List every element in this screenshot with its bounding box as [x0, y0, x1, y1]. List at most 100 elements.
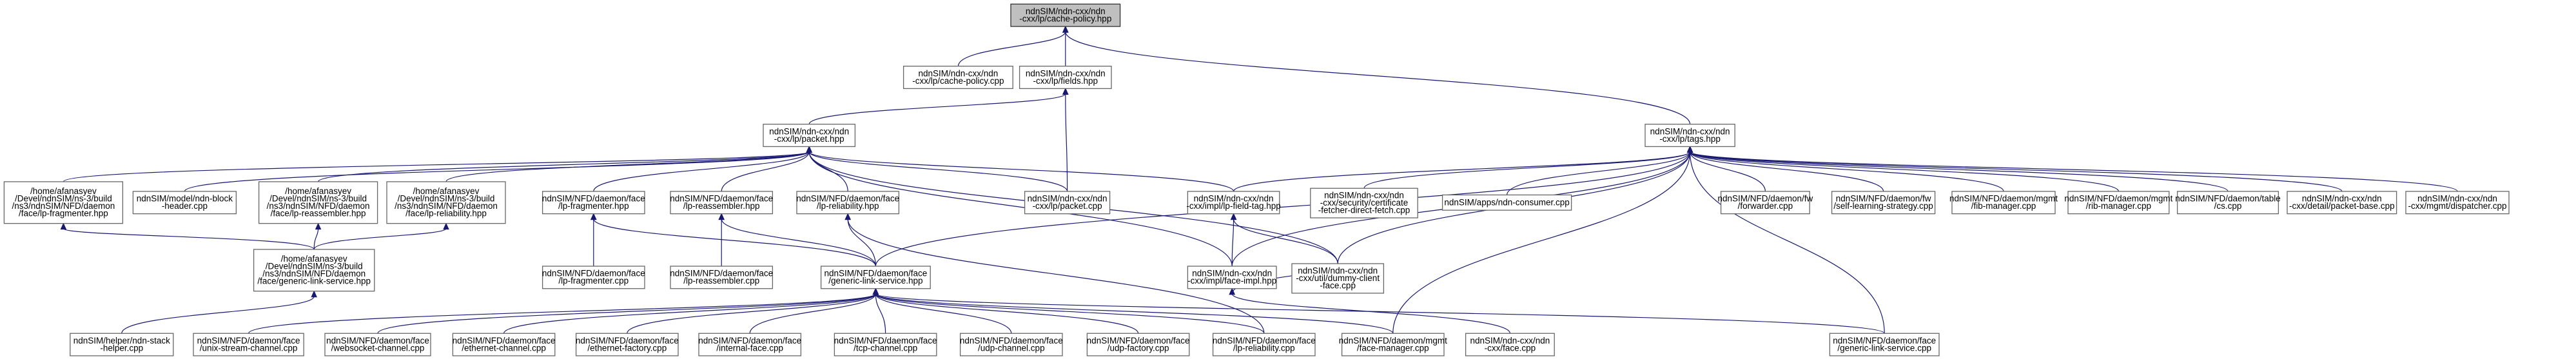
node-label: /Devel/ndnSIM/ns-3/build	[398, 194, 495, 204]
node-label: /face/lp-reassembler.hpp	[271, 209, 366, 218]
arrow-head-icon	[590, 213, 597, 220]
node-label: ndnSIM/NFD/daemon/face	[542, 269, 645, 278]
node-label: ndnSIM/ndn-cxx/ndn	[1650, 126, 1730, 136]
node-label: ndnSIM/ndn-cxx/ndn	[1028, 194, 1107, 204]
node-label: ndnSIM/helper/ndn-stack	[73, 336, 170, 345]
file-node[interactable]: ndnSIM/ndn-cxx/ndn-cxx/face.cpp	[1465, 333, 1555, 356]
file-node[interactable]: ndnSIM/ndn-cxx/ndn-cxx/lp/packet.cpp	[1024, 191, 1111, 215]
file-node[interactable]: ndnSIM/NFD/daemon/face/internal-face.cpp	[698, 333, 801, 356]
node-label: ndnSIM/ndn-cxx/ndn	[2417, 194, 2497, 204]
dependency-edge	[875, 151, 1691, 267]
file-node[interactable]: ndnSIM/NFD/daemon/face/tcp-channel.cpp	[834, 333, 937, 356]
file-node[interactable]: ndnSIM/NFD/daemon/fw/self-learning-strat…	[1831, 191, 1936, 215]
file-node[interactable]: ndnSIM/ndn-cxx/ndn-cxx/security/certific…	[1310, 188, 1418, 218]
file-node[interactable]: ndnSIM/helper/ndn-stack-helper.cpp	[70, 333, 174, 356]
file-node[interactable]: ndnSIM/NFD/daemon/table/cs.cpp	[2175, 191, 2281, 215]
file-node[interactable]: ndnSIM/apps/ndn-consumer.cpp	[1441, 194, 1572, 211]
node-label: -cxx/lp/cache-policy.cpp	[912, 76, 1004, 86]
file-node[interactable]: ndnSIM/NFD/daemon/mgmt/rib-manager.cpp	[2064, 191, 2173, 215]
node-box	[1341, 333, 1445, 356]
file-node[interactable]: ndnSIM/NFD/daemon/mgmt/face-manager.cpp	[1339, 333, 1447, 356]
file-node[interactable]: ndnSIM/model/ndn-block-header.cpp	[132, 191, 237, 215]
node-label: -cxx/lp/packet.hpp	[774, 134, 844, 144]
file-node[interactable]: /home/afanasyev/Devel/ndnSIM/ns-3/build/…	[3, 181, 124, 224]
node-box	[1644, 124, 1735, 148]
arrow-head-icon	[443, 222, 449, 230]
dependency-edge	[313, 228, 447, 250]
root-file-node[interactable]: ndnSIM/ndn-cxx/ndn-cxx/lp/cache-policy.h…	[1010, 3, 1121, 27]
file-node[interactable]: /home/afanasyev/Devel/ndnSIM/ns-3/build/…	[258, 181, 378, 224]
node-box	[542, 266, 645, 289]
file-node[interactable]: ndnSIM/ndn-cxx/ndn-cxx/lp/packet.hpp	[763, 124, 856, 148]
file-node[interactable]: ndnSIM/NFD/daemon/face/generic-link-serv…	[820, 266, 931, 289]
node-label: /ethernet-factory.cpp	[587, 343, 667, 353]
node-box	[796, 191, 900, 215]
node-label: ndnSIM/ndn-cxx/ndn	[2302, 194, 2382, 204]
file-node[interactable]: ndnSIM/NFD/daemon/face/lp-reliability.cp…	[1213, 333, 1316, 356]
file-node[interactable]: ndnSIM/NFD/daemon/face/unix-stream-chann…	[193, 333, 304, 356]
file-node[interactable]: ndnSIM/NFD/daemon/face/lp-reassembler.hp…	[670, 191, 773, 215]
file-node[interactable]: ndnSIM/ndn-cxx/ndn-cxx/mgmt/dispatcher.c…	[2405, 191, 2510, 215]
file-node[interactable]: ndnSIM/ndn-cxx/ndn-cxx/impl/face-impl.hp…	[1187, 266, 1277, 289]
node-label: /lp-reliability.cpp	[1233, 343, 1295, 353]
node-label: -cxx/lp/fields.hpp	[1033, 76, 1098, 86]
file-node[interactable]: ndnSIM/ndn-cxx/ndn-cxx/detail/packet-bas…	[2287, 191, 2397, 215]
file-node[interactable]: ndnSIM/NFD/daemon/face/udp-channel.cpp	[960, 333, 1063, 356]
node-label: ndnSIM/NFD/daemon/face	[670, 194, 773, 204]
file-node[interactable]: ndnSIM/ndn-cxx/ndn-cxx/util/dummy-client…	[1291, 263, 1385, 294]
file-node[interactable]: ndnSIM/NFD/daemon/face/udp-factory.cpp	[1087, 333, 1190, 356]
dependency-edge	[503, 293, 876, 334]
node-label: /fib-manager.cpp	[1971, 201, 2036, 211]
node-box	[820, 266, 931, 289]
arrow-head-icon	[1229, 287, 1235, 295]
node-label: -helper.cpp	[100, 343, 143, 353]
node-label: ndnSIM/NFD/daemon/face	[1087, 336, 1190, 345]
dependency-edge	[1690, 151, 1884, 192]
node-box	[258, 181, 378, 224]
node-box	[670, 266, 774, 289]
dependency-edge	[1690, 151, 1766, 191]
node-label: /lp-reassembler.hpp	[683, 201, 760, 211]
node-box	[193, 333, 304, 356]
file-node[interactable]: ndnSIM/NFD/daemon/face/lp-fragmenter.cpp	[542, 266, 645, 289]
file-node[interactable]: ndnSIM/ndn-cxx/ndn-cxx/lp/fields.hpp	[1019, 66, 1112, 90]
node-label: ndnSIM/ndn-cxx/ndn	[1026, 6, 1106, 16]
file-node[interactable]: ndnSIM/NFD/daemon/fw/forwarder.cpp	[1717, 191, 1813, 215]
file-node[interactable]: ndnSIM/ndn-cxx/ndn-cxx/impl/lp-field-tag…	[1186, 191, 1281, 215]
node-label: /ns3/ndnSIM/NFD/daemon	[395, 201, 498, 211]
file-node[interactable]: ndnSIM/ndn-cxx/ndn-cxx/lp/tags.hpp	[1644, 124, 1735, 148]
node-label: ndnSIM/NFD/daemon/fw	[1836, 194, 1931, 204]
file-node[interactable]: ndnSIM/NFD/daemon/face/websocket-channel…	[324, 333, 431, 356]
dependency-edge	[875, 293, 1265, 334]
file-node[interactable]: ndnSIM/NFD/daemon/face/generic-link-serv…	[1829, 333, 1940, 356]
file-node[interactable]: /home/afanasyev/Devel/ndnSIM/ns-3/build/…	[386, 181, 506, 224]
file-node[interactable]: ndnSIM/ndn-cxx/ndn-cxx/lp/cache-policy.c…	[903, 66, 1013, 90]
node-label: ndnSIM/NFD/daemon/face	[1833, 336, 1936, 345]
dependency-edge	[808, 151, 1068, 192]
dependency-edge	[377, 293, 876, 334]
file-node[interactable]: ndnSIM/NFD/daemon/face/lp-fragmenter.hpp	[542, 191, 645, 215]
node-label: /Devel/ndnSIM/ns-3/build	[15, 194, 112, 204]
file-node[interactable]: ndnSIM/NFD/daemon/face/ethernet-channel.…	[453, 333, 556, 356]
node-label: -cxx/lp/packet.cpp	[1033, 201, 1102, 211]
dependency-edge	[184, 151, 810, 192]
node-box	[2287, 191, 2397, 215]
dependency-edge	[1392, 151, 1691, 334]
dependency-edge	[1690, 151, 2004, 192]
node-box	[1831, 191, 1936, 215]
dependency-edge	[808, 151, 1234, 192]
node-label: /udp-factory.cpp	[1107, 343, 1169, 353]
arrow-head-icon	[1686, 146, 1693, 153]
file-node[interactable]: /home/afanasyev/Devel/ndnSIM/ns-3/build/…	[253, 249, 375, 292]
dependency-edge	[1690, 151, 2343, 192]
dependency-edge	[1231, 218, 1234, 267]
arrow-head-icon	[311, 290, 317, 298]
file-node[interactable]: ndnSIM/NFD/daemon/face/lp-reassembler.cp…	[670, 266, 773, 289]
node-label: /face/lp-reliability.hpp	[405, 209, 487, 218]
file-node[interactable]: ndnSIM/NFD/daemon/mgmt/fib-manager.cpp	[1949, 191, 2058, 215]
node-label: ndnSIM/ndn-cxx/ndn	[1026, 68, 1106, 78]
file-node[interactable]: ndnSIM/NFD/daemon/face/lp-reliability.hp…	[796, 191, 900, 215]
node-label: /generic-link-service.cpp	[1837, 343, 1931, 353]
file-node[interactable]: ndnSIM/NFD/daemon/face/ethernet-factory.…	[576, 333, 679, 356]
node-label: /home/afanasyev	[30, 186, 97, 196]
